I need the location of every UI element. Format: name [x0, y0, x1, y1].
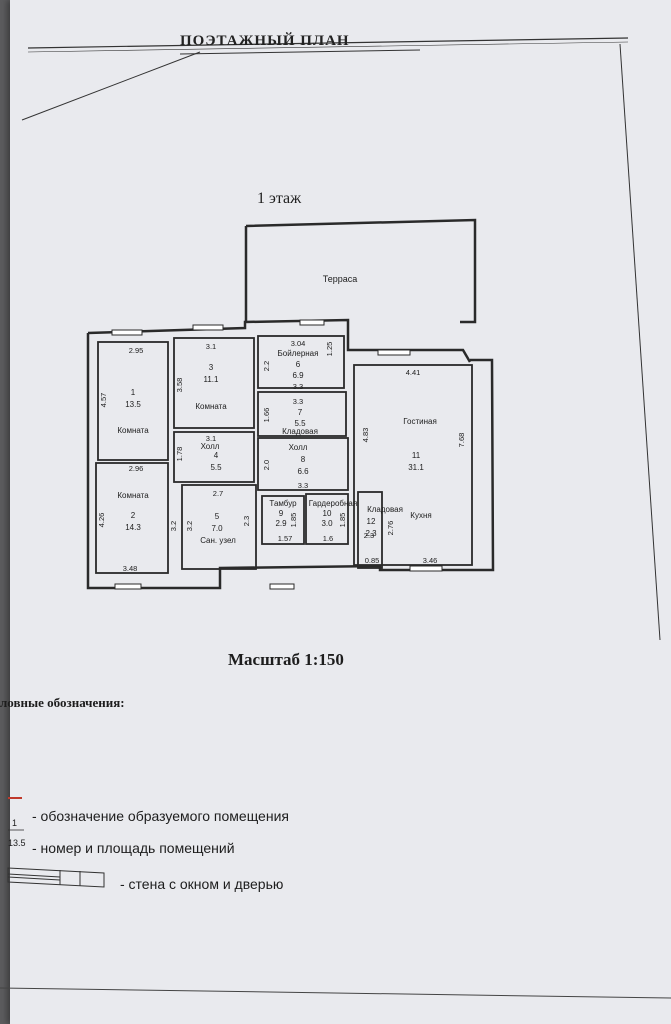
windows [111, 319, 443, 590]
legend-item-3: - стена с окном и дверью [120, 876, 284, 892]
room-name: Комната [195, 402, 227, 411]
dim-label: 2.2 [262, 361, 271, 371]
room-name: Сан. узел [200, 536, 236, 545]
room-name: Бойлерная [278, 349, 319, 358]
dim-label: 2.76 [386, 521, 395, 536]
dim-label: 2.3 [364, 531, 374, 540]
dim-label: 3.48 [123, 564, 138, 573]
room-area: 7.0 [211, 524, 223, 533]
dim-label: 4.26 [97, 513, 106, 528]
wall-symbol [7, 867, 105, 888]
room-area: 14.3 [125, 523, 141, 532]
dim-label: 3.2 [185, 521, 194, 531]
dim-label: 1.78 [175, 447, 184, 462]
dim-label: 3.04 [291, 339, 306, 348]
dim-label: 1.25 [325, 342, 334, 357]
room-num: 1 [131, 388, 136, 397]
legend-sample-area: 13.5 [8, 838, 26, 848]
room-area: 5.5 [294, 419, 306, 428]
room-num: 6 [296, 360, 301, 369]
room-num: 8 [301, 455, 306, 464]
room-num: 4 [214, 451, 219, 460]
document-sheet [10, 0, 671, 1024]
dim-label: 4.41 [406, 368, 421, 377]
dim-label: 3.1 [206, 434, 216, 443]
room-area: 13.5 [125, 400, 141, 409]
dim-label: 2.96 [129, 464, 144, 473]
dim-label: 2.0 [262, 460, 271, 470]
dim-label: 2.3 [242, 516, 251, 526]
room-num: 2 [131, 511, 136, 520]
room-num: 3 [209, 363, 214, 372]
room-name: Комната [117, 426, 149, 435]
dim-label: 4.83 [361, 428, 370, 443]
interior-walls [95, 335, 473, 574]
dim-label: 3.46 [423, 556, 438, 565]
floor-label: 1 этаж [257, 190, 302, 207]
page-title: ПОЭТАЖНЫЙ ПЛАН [180, 33, 350, 49]
dim-label: 3.3 [298, 481, 308, 490]
dim-label: 0.85 [365, 556, 380, 565]
dim-label: 2.95 [129, 346, 144, 355]
room-name: Холл [289, 443, 308, 452]
legend-item-1: - обозначение образуемого помещения [32, 808, 289, 824]
room-area: 2.9 [275, 519, 287, 528]
room-name: Кладовая [282, 427, 318, 436]
room-name: Холл [201, 442, 220, 451]
room-area: 11.1 [204, 375, 220, 384]
scale-label: Масштаб 1:150 [228, 650, 344, 669]
room-name: Гардеробная [309, 499, 357, 508]
room-num: 10 [323, 509, 332, 518]
room-name: Тамбур [269, 499, 297, 508]
legend-title: ловные обозначения: [0, 695, 125, 710]
legend-sample-num: 1 [12, 818, 17, 828]
dim-label: 1.85 [338, 513, 347, 528]
dim-label: 4.57 [99, 393, 108, 408]
room-num: 5 [215, 512, 220, 521]
dim-label: 3.58 [175, 378, 184, 393]
room-num: 9 [279, 509, 284, 518]
room-area: 6.9 [292, 371, 304, 380]
dim-label: 2.7 [213, 489, 223, 498]
dim-label: 3.3 [293, 382, 303, 391]
room-name: Комната [117, 491, 149, 500]
room-num: 7 [298, 408, 303, 417]
dim-label: 3.3 [293, 397, 303, 406]
kitchen-label: Кухня [410, 511, 431, 520]
dim-label: 1.66 [262, 408, 271, 423]
room-name: Кладовая [367, 505, 403, 514]
dim-label: 1.85 [289, 513, 298, 528]
room-area: 5.5 [210, 463, 222, 472]
room-name: Гостиная [403, 417, 437, 426]
dim-label: 1.57 [278, 534, 293, 543]
room-area: 2.3 [365, 529, 377, 538]
dim-label: 3.1 [206, 342, 216, 351]
room-num: 12 [367, 517, 376, 526]
legend-item-2: - номер и площадь помещений [32, 840, 235, 856]
room-area: 3.0 [321, 519, 333, 528]
dim-label: 7.68 [457, 433, 466, 448]
dim-label: 3.2 [169, 521, 178, 531]
room-area: 6.6 [297, 467, 309, 476]
room-num: 11 [412, 451, 421, 460]
terrace-label: Терраса [323, 274, 358, 284]
dim-label: 1.6 [323, 534, 333, 543]
room-area: 31.1 [408, 463, 424, 472]
